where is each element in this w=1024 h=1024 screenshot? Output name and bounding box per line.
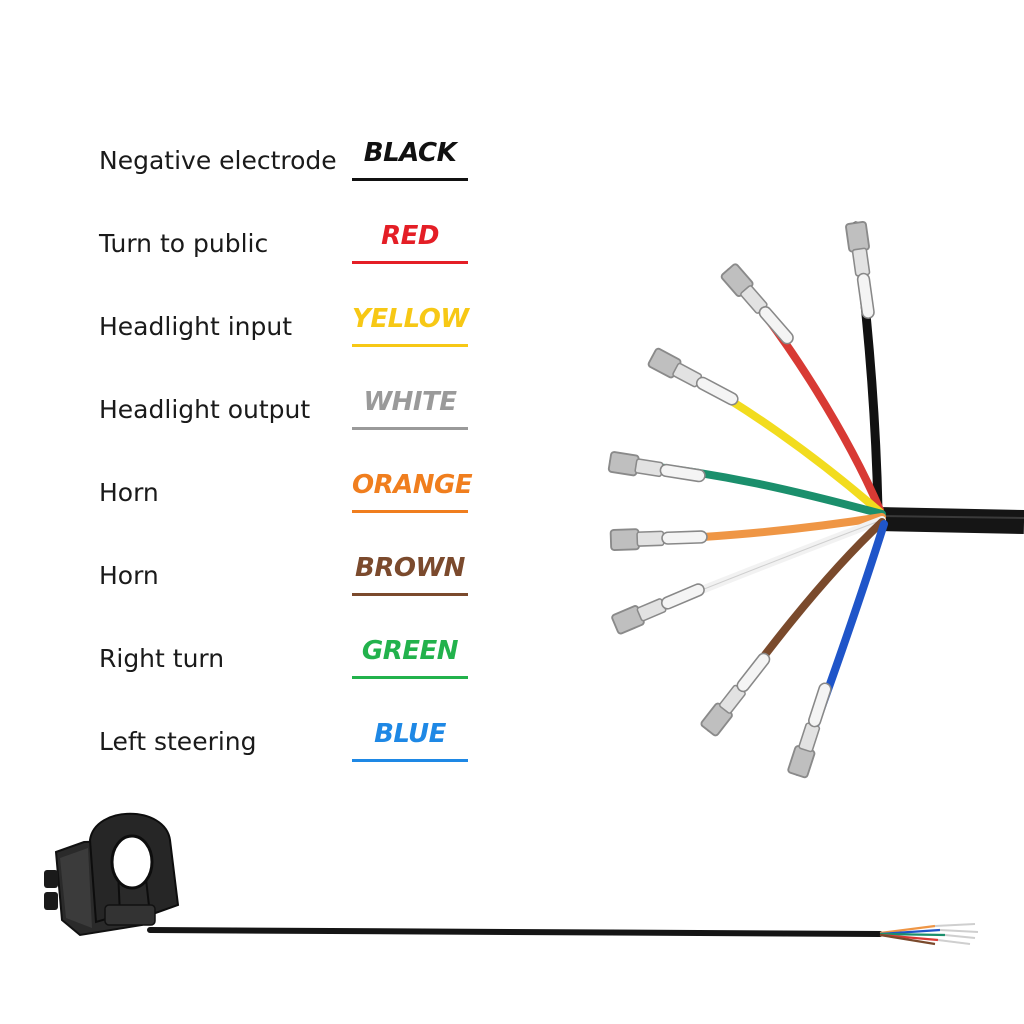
legend-function: Horn bbox=[99, 561, 159, 590]
switch-cable bbox=[147, 927, 883, 937]
black-wire-terminal bbox=[844, 220, 880, 321]
blue-wire-terminal bbox=[786, 679, 838, 779]
legend-function: Headlight input bbox=[99, 312, 293, 341]
legend-color-name: YELLOW bbox=[352, 304, 469, 334]
legend-color-name: RED bbox=[381, 221, 439, 251]
teal-wire-terminal bbox=[607, 450, 708, 488]
main-cable-highlight bbox=[879, 515, 1024, 519]
legend-color-line bbox=[352, 344, 468, 347]
main-cable bbox=[877, 507, 1024, 534]
legend-row-red: Turn to public RED bbox=[0, 221, 520, 289]
legend-color-line bbox=[352, 676, 468, 679]
legend-function: Horn bbox=[99, 478, 159, 507]
legend-color-name: BROWN bbox=[355, 553, 465, 583]
legend-color-name: BLUE bbox=[374, 719, 446, 749]
legend-color-line bbox=[352, 261, 468, 264]
legend-color-line bbox=[352, 759, 468, 762]
yellow-wire-terminal bbox=[646, 346, 743, 412]
legend-color-name: ORANGE bbox=[352, 470, 473, 500]
legend-row-brown: Horn BROWN bbox=[0, 553, 520, 621]
switch-cable-wire-ends bbox=[879, 923, 979, 946]
legend-function: Negative electrode bbox=[99, 146, 337, 175]
white-wire-terminal bbox=[610, 577, 709, 636]
legend-color-line bbox=[352, 510, 468, 513]
legend-function: Headlight output bbox=[99, 395, 311, 424]
legend-row-black: Negative electrode BLACK bbox=[0, 138, 520, 206]
legend-row-white: Headlight output WHITE bbox=[0, 387, 520, 455]
brown-wire-terminal bbox=[699, 647, 777, 738]
legend-color-name: BLACK bbox=[363, 138, 457, 168]
legend-row-green: Right turn GREEN bbox=[0, 636, 520, 704]
orange-wire-terminal bbox=[609, 525, 709, 552]
legend-color-name: GREEN bbox=[361, 636, 459, 666]
legend-function: Right turn bbox=[99, 644, 225, 673]
legend-row-orange: Horn ORANGE bbox=[0, 470, 520, 538]
legend-color-line bbox=[352, 593, 468, 596]
legend-color-name: WHITE bbox=[363, 387, 457, 417]
red-wire-terminal bbox=[719, 262, 800, 350]
handlebar-switch-housing bbox=[44, 812, 180, 937]
wire-color-legend: Negative electrode BLACK Turn to public … bbox=[0, 0, 520, 800]
legend-row-blue: Left steering BLUE bbox=[0, 719, 520, 787]
legend-function: Left steering bbox=[99, 727, 257, 756]
legend-color-line bbox=[352, 178, 468, 181]
legend-function: Turn to public bbox=[99, 229, 269, 258]
legend-row-yellow: Headlight input YELLOW bbox=[0, 304, 520, 372]
legend-color-line bbox=[352, 427, 468, 430]
